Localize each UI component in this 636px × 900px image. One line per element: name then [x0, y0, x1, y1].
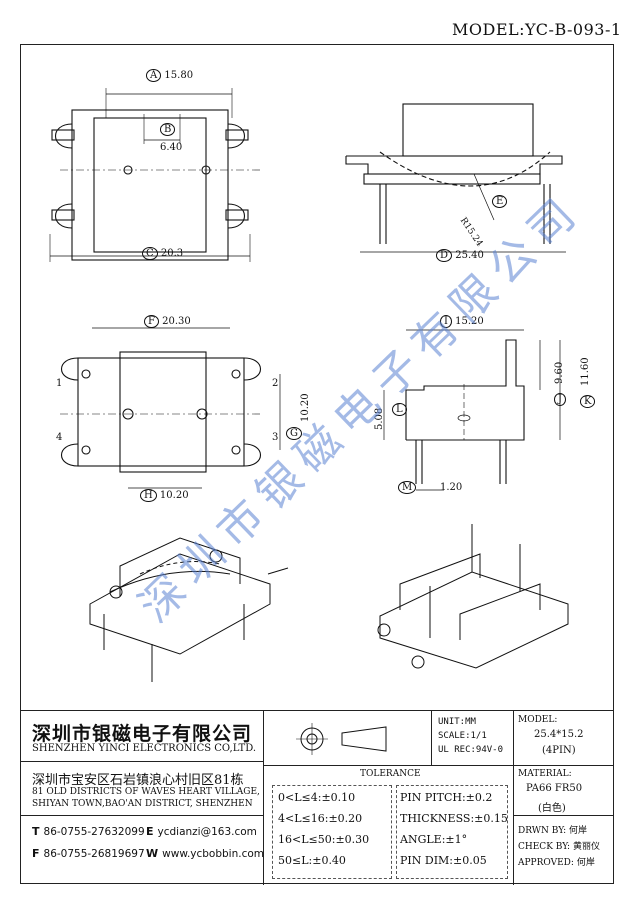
dim-l-badge: L — [392, 403, 407, 416]
front-view-arc — [379, 151, 551, 187]
iso-left-base — [89, 553, 271, 655]
tolerance-right-1: THICKNESS:±0.15 — [400, 812, 508, 825]
material-label: MATERIAL: — [518, 769, 572, 779]
company-address-cn: 深圳市宝安区石岩镇浪心村旧区81栋 — [32, 773, 244, 788]
company-name-cn: 深圳市银磁电子有限公司 — [32, 723, 253, 745]
dim-d-label: D 25.40 — [436, 249, 484, 262]
dim-e-leader — [473, 173, 495, 221]
pin-hole-1 — [81, 369, 91, 379]
pin-label-2: 2 — [272, 378, 279, 389]
tolerance-right-3: PIN DIM:±0.05 — [400, 854, 487, 867]
pin-label-4: 4 — [56, 432, 63, 443]
front-view — [345, 103, 566, 253]
model-box-pins: (4PIN) — [542, 745, 576, 756]
top-view-ear-tl — [55, 123, 73, 149]
tolerance-right-2: ANGLE:±1° — [400, 833, 468, 846]
dim-j-badge: J — [554, 393, 567, 406]
tolerance-right-box — [396, 785, 508, 879]
dim-e-badge: E — [492, 195, 508, 208]
material-name: PA66 FR50 — [526, 783, 583, 794]
front-view-tower — [402, 103, 534, 157]
company-address-en-1: 81 OLD DISTRICTS OF WAVES HEART VILLAGE, — [32, 787, 260, 797]
dim-m-badge: M — [398, 481, 417, 494]
front-view-flange — [363, 173, 541, 185]
pin-hole-4 — [81, 445, 91, 455]
projection-symbol-icon — [296, 723, 387, 755]
iso-right-wall-back — [399, 553, 481, 610]
iso-left-pin-4 — [267, 567, 289, 575]
dim-k-badge: K — [580, 395, 596, 408]
pin-label-1: 1 — [56, 378, 63, 389]
company-name-en: SHENZHEN YINCI ELECTRONICS CO,LTD. — [32, 743, 257, 754]
dim-i-label: I 15.20 — [440, 315, 484, 328]
pin-hole-3 — [231, 445, 241, 455]
tolerance-left-box — [272, 785, 392, 879]
top-view-pin-tl — [51, 129, 75, 141]
top-view — [49, 88, 260, 262]
tolerance-title: TOLERANCE — [360, 769, 421, 779]
spec-scale: SCALE:1/1 — [438, 731, 487, 741]
top-view-pin-br — [225, 209, 249, 221]
approved-by: APPROVED: 何岸 — [518, 858, 595, 868]
top-view-pin-tr — [225, 129, 249, 141]
drawing-frame — [20, 44, 614, 884]
dim-f-label: F 20.30 — [144, 315, 191, 328]
top-view-pin-bl — [51, 209, 75, 221]
dim-m-label: 1.20 — [440, 482, 463, 493]
dim-j-label: 9.60 — [554, 361, 565, 384]
check-by: CHECK BY: 黄丽仪 — [518, 842, 600, 852]
spec-unit: UNIT:MM — [438, 717, 476, 727]
iso-left-tower — [119, 537, 241, 596]
top-view-body — [71, 109, 229, 261]
model-box-label: MODEL: — [518, 715, 558, 725]
iso-right-wall-front — [459, 583, 541, 640]
material-color: (白色) — [538, 803, 566, 814]
side-view-body — [405, 339, 525, 441]
tolerance-left-3: 50≤L:±0.40 — [278, 854, 346, 867]
tolerance-left-0: 0<L≤4:±0.10 — [278, 791, 356, 804]
spec-ul: UL REC:94V-0 — [438, 745, 504, 755]
tolerance-right-0: PIN PITCH:±0.2 — [400, 791, 493, 804]
dim-k-label: 11.60 — [580, 357, 591, 386]
drawn-by: DRWN BY: 何岸 — [518, 826, 587, 836]
front-view-base — [345, 155, 563, 175]
tolerance-left-1: 4<L≤16:±0.20 — [278, 812, 363, 825]
top-view-ear-tr — [227, 123, 245, 149]
iso-view-left — [89, 537, 289, 682]
model-title: MODEL:YC-B-093-1 — [452, 20, 622, 39]
dim-c-label: C 20.3 — [142, 247, 183, 260]
tolerance-left-2: 16<L≤50:±0.30 — [278, 833, 370, 846]
iso-view-right — [377, 524, 569, 669]
model-box-size: 25.4*15.2 — [534, 729, 584, 740]
dim-g-badge: G — [286, 427, 302, 440]
pin-hole-2 — [231, 369, 241, 379]
dim-b-badge: B — [160, 123, 176, 136]
title-block: 深圳市银磁电子有限公司 SHENZHEN YINCI ELECTRONICS C… — [20, 710, 614, 885]
top-view-inner — [93, 117, 207, 253]
top-view-ear-bl — [55, 203, 73, 229]
company-address-en-2: SHIYAN TOWN,BAO'AN DISTRICT, SHENZHEN — [32, 799, 253, 809]
dim-a-label: A 15.80 — [146, 69, 193, 82]
technical-drawing — [49, 88, 569, 682]
dim-h-label: H 10.20 — [140, 489, 189, 502]
bottom-view — [60, 327, 281, 489]
side-view — [383, 329, 561, 491]
bottom-view-body — [77, 357, 245, 467]
top-view-ear-br — [227, 203, 245, 229]
pin-label-3: 3 — [272, 432, 279, 443]
dim-b-label: 6.40 — [160, 142, 183, 153]
